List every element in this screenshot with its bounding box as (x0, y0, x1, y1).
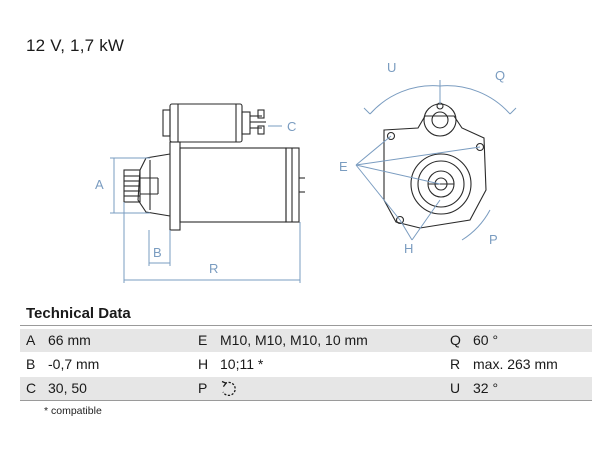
technical-data-title: Technical Data (26, 305, 131, 322)
starter-technical-drawing: A B C R U Q E H P (95, 60, 517, 283)
table-rule-bottom (20, 400, 592, 401)
param-label: E (198, 332, 208, 348)
label-b: B (153, 245, 162, 260)
param-label: R (450, 356, 461, 372)
param-value: 66 mm (48, 332, 91, 348)
table-row: C 30, 50 P U 32 ° (20, 377, 592, 400)
table-row: A 66 mm E M10, M10, M10, 10 mm Q 60 ° (20, 329, 592, 352)
starter-side-view (123, 103, 305, 231)
param-label: U (450, 380, 461, 396)
param-label: Q (450, 332, 461, 348)
rotation-counterclockwise-icon (221, 380, 236, 396)
param-value: 32 ° (473, 380, 499, 396)
param-value: -0,7 mm (48, 356, 100, 372)
label-r: R (209, 261, 218, 276)
param-label: C (26, 380, 37, 396)
param-label: B (26, 356, 36, 372)
footnote: * compatible (44, 405, 102, 417)
label-p: P (489, 232, 498, 247)
front-view-dimensions (355, 80, 517, 241)
table-rule-top (20, 325, 592, 326)
param-value: 60 ° (473, 332, 499, 348)
param-label: H (198, 356, 209, 372)
label-q: Q (495, 68, 505, 83)
label-u: U (387, 60, 396, 75)
starter-front-view (383, 102, 487, 229)
param-label: P (198, 380, 208, 396)
spec-title: 12 V, 1,7 kW (26, 36, 125, 55)
label-e: E (339, 159, 348, 174)
param-value: M10, M10, M10, 10 mm (220, 332, 368, 348)
param-value: max. 263 mm (473, 356, 558, 372)
param-value: 30, 50 (48, 380, 87, 396)
param-label: A (26, 332, 36, 348)
label-c: C (287, 119, 296, 134)
param-value: 10;11 * (220, 356, 264, 372)
label-h: H (404, 241, 413, 256)
label-a: A (95, 177, 104, 192)
side-view-dimensions (110, 125, 301, 283)
